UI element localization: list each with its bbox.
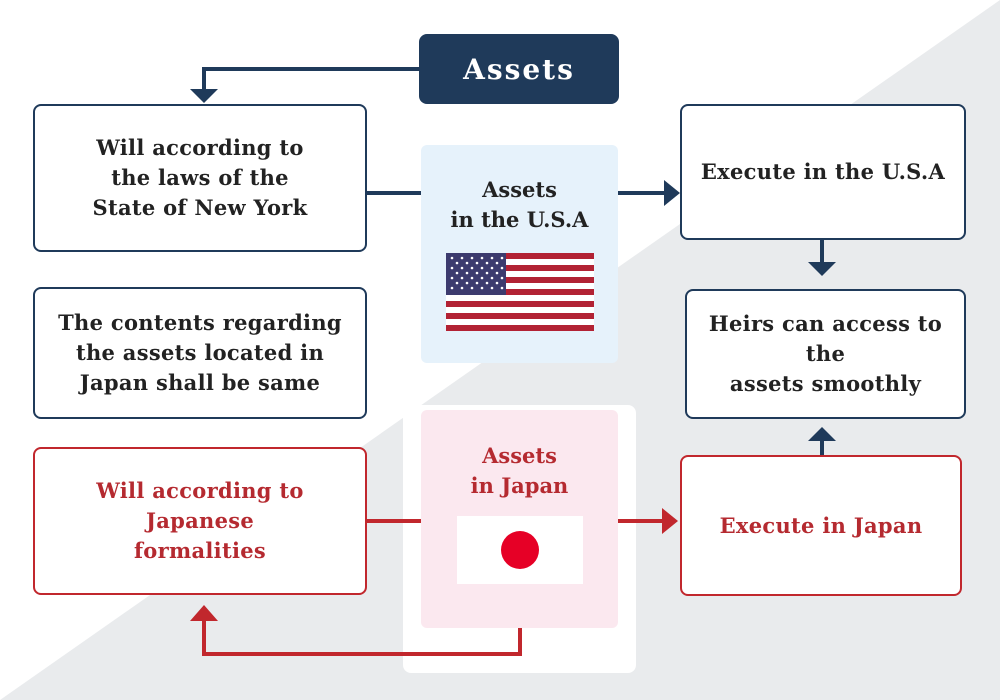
heirs-access-text: Heirs can access to the assets smoothly	[708, 311, 943, 396]
execute-japan-text: Execute in Japan	[719, 512, 923, 538]
japan-assets-title: Assets in Japan	[470, 443, 569, 498]
execute-usa-text: Execute in the U.S.A	[700, 159, 946, 184]
will-japan-text: Will according to Japanese formalities	[96, 478, 304, 563]
will-new-york-text: Will according to the laws of the State …	[92, 135, 308, 220]
japan-assets-panel: Assets in Japan	[421, 410, 618, 628]
contents-same-box: The contents regarding the assets locate…	[33, 287, 367, 419]
japan-flag-icon	[456, 516, 583, 584]
heirs-access-box: Heirs can access to the assets smoothly	[685, 289, 966, 419]
contents-same-text: The contents regarding the assets locate…	[58, 310, 342, 395]
execute-japan-box: Execute in Japan	[680, 455, 962, 596]
execute-usa-box: Execute in the U.S.A	[680, 104, 966, 240]
assets-header: Assets	[419, 34, 619, 104]
usa-assets-panel: Assets in the U.S.A	[421, 145, 618, 363]
will-new-york-box: Will according to the laws of the State …	[33, 104, 367, 252]
us-flag-icon	[445, 253, 594, 331]
usa-assets-title: Assets in the U.S.A	[450, 177, 589, 232]
will-japan-box: Will according to Japanese formalities	[33, 447, 367, 595]
